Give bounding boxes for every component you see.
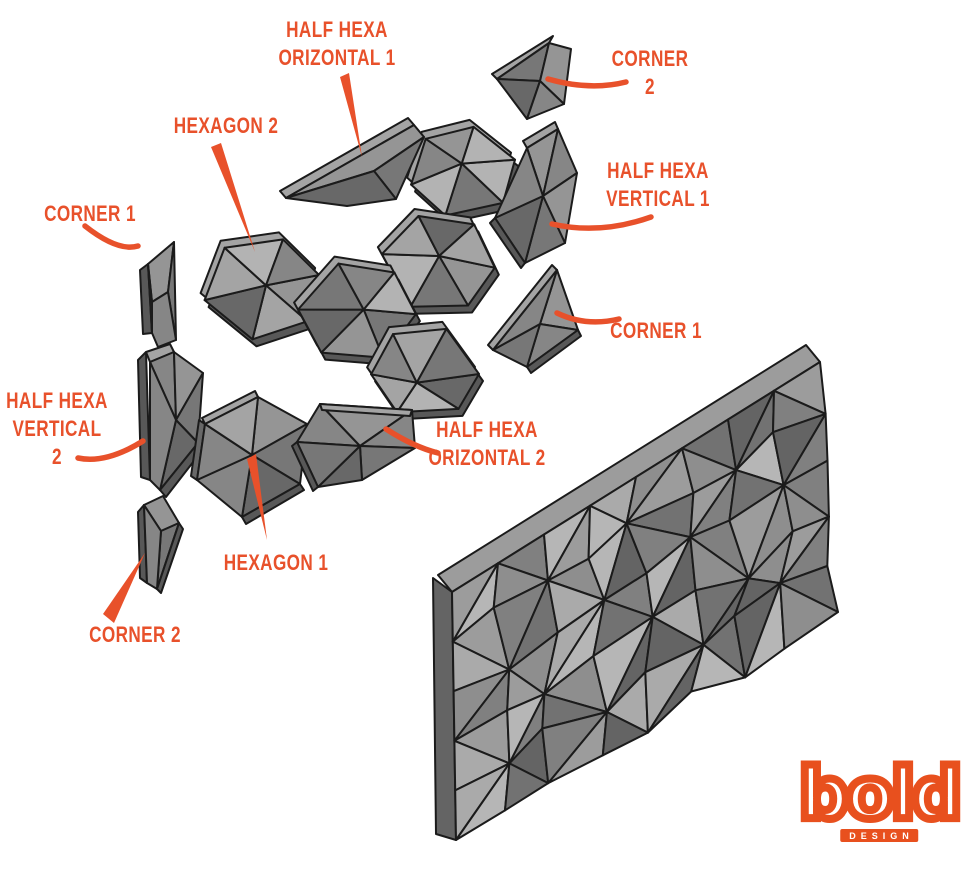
label-line: CORNER 1 xyxy=(610,318,702,343)
piece-corner-2-top xyxy=(491,35,572,120)
label-hexagon-1: HEXAGON 1 xyxy=(198,549,354,577)
logo-subtitle: DESIGN xyxy=(840,829,918,842)
label-line: ORIZONTAL 2 xyxy=(428,445,546,470)
label-line: HALF HEXA xyxy=(286,17,388,42)
leader-stroke xyxy=(383,426,441,456)
leader-stroke xyxy=(82,223,141,250)
label-line: 2 xyxy=(645,74,655,99)
piece-corner-1-right xyxy=(487,264,582,374)
bold-design-logo: bold DESIGN xyxy=(789,749,969,850)
label-line: CORNER xyxy=(611,46,689,71)
label-line: CORNER 1 xyxy=(44,201,136,226)
leader-wedge xyxy=(340,73,362,157)
leader-stroke xyxy=(545,76,629,89)
piece-corner-2-bottom xyxy=(137,495,184,594)
logo-wordmark: bold xyxy=(795,749,966,839)
label-corner-1-right: CORNER 1 xyxy=(578,317,734,345)
label-corner-2-top: CORNER 2 xyxy=(572,45,728,101)
label-line: CORNER 2 xyxy=(89,622,181,647)
label-line: 2 xyxy=(52,444,62,469)
leader-wedge xyxy=(211,143,255,252)
leader-wedge xyxy=(103,553,145,623)
label-half-hexa-vertical-1: HALF HEXA VERTICAL 1 xyxy=(580,157,736,213)
label-half-hexa-orizontal-2: HALF HEXA ORIZONTAL 2 xyxy=(409,416,565,472)
label-line: HEXAGON 2 xyxy=(173,113,279,138)
leader-wedge xyxy=(247,454,267,540)
label-line: VERTICAL 1 xyxy=(606,186,710,211)
label-line: VERTICAL xyxy=(12,416,102,441)
leader-stroke xyxy=(554,310,622,325)
leader-lines xyxy=(75,73,654,623)
label-line: ORIZONTAL 1 xyxy=(278,45,396,70)
label-half-hexa-orizontal-1: HALF HEXA ORIZONTAL 1 xyxy=(259,16,415,72)
piece-half-hexa-orizontal-1 xyxy=(279,117,425,207)
leader-stroke xyxy=(549,214,654,231)
piece-hexagon-1 xyxy=(190,390,308,525)
label-line: HALF HEXA xyxy=(6,388,108,413)
label-line: HALF HEXA xyxy=(436,417,538,442)
label-line: HALF HEXA xyxy=(607,158,709,183)
piece-corner-1-left xyxy=(139,241,177,348)
piece-half-hexa-orizontal-2 xyxy=(291,403,416,492)
label-corner-2-bottom: CORNER 2 xyxy=(57,621,213,649)
assembled-wall-panel xyxy=(432,344,839,841)
label-corner-1-left: CORNER 1 xyxy=(12,200,168,228)
piece-cluster-hexagons xyxy=(199,118,520,421)
piece-half-hexa-vertical-1 xyxy=(489,121,578,269)
label-half-hexa-vertical-2: HALF HEXA VERTICAL 2 xyxy=(0,387,135,471)
label-hexagon-2: HEXAGON 2 xyxy=(148,112,304,140)
label-line: HEXAGON 1 xyxy=(223,550,329,575)
leader-stroke xyxy=(75,438,146,462)
